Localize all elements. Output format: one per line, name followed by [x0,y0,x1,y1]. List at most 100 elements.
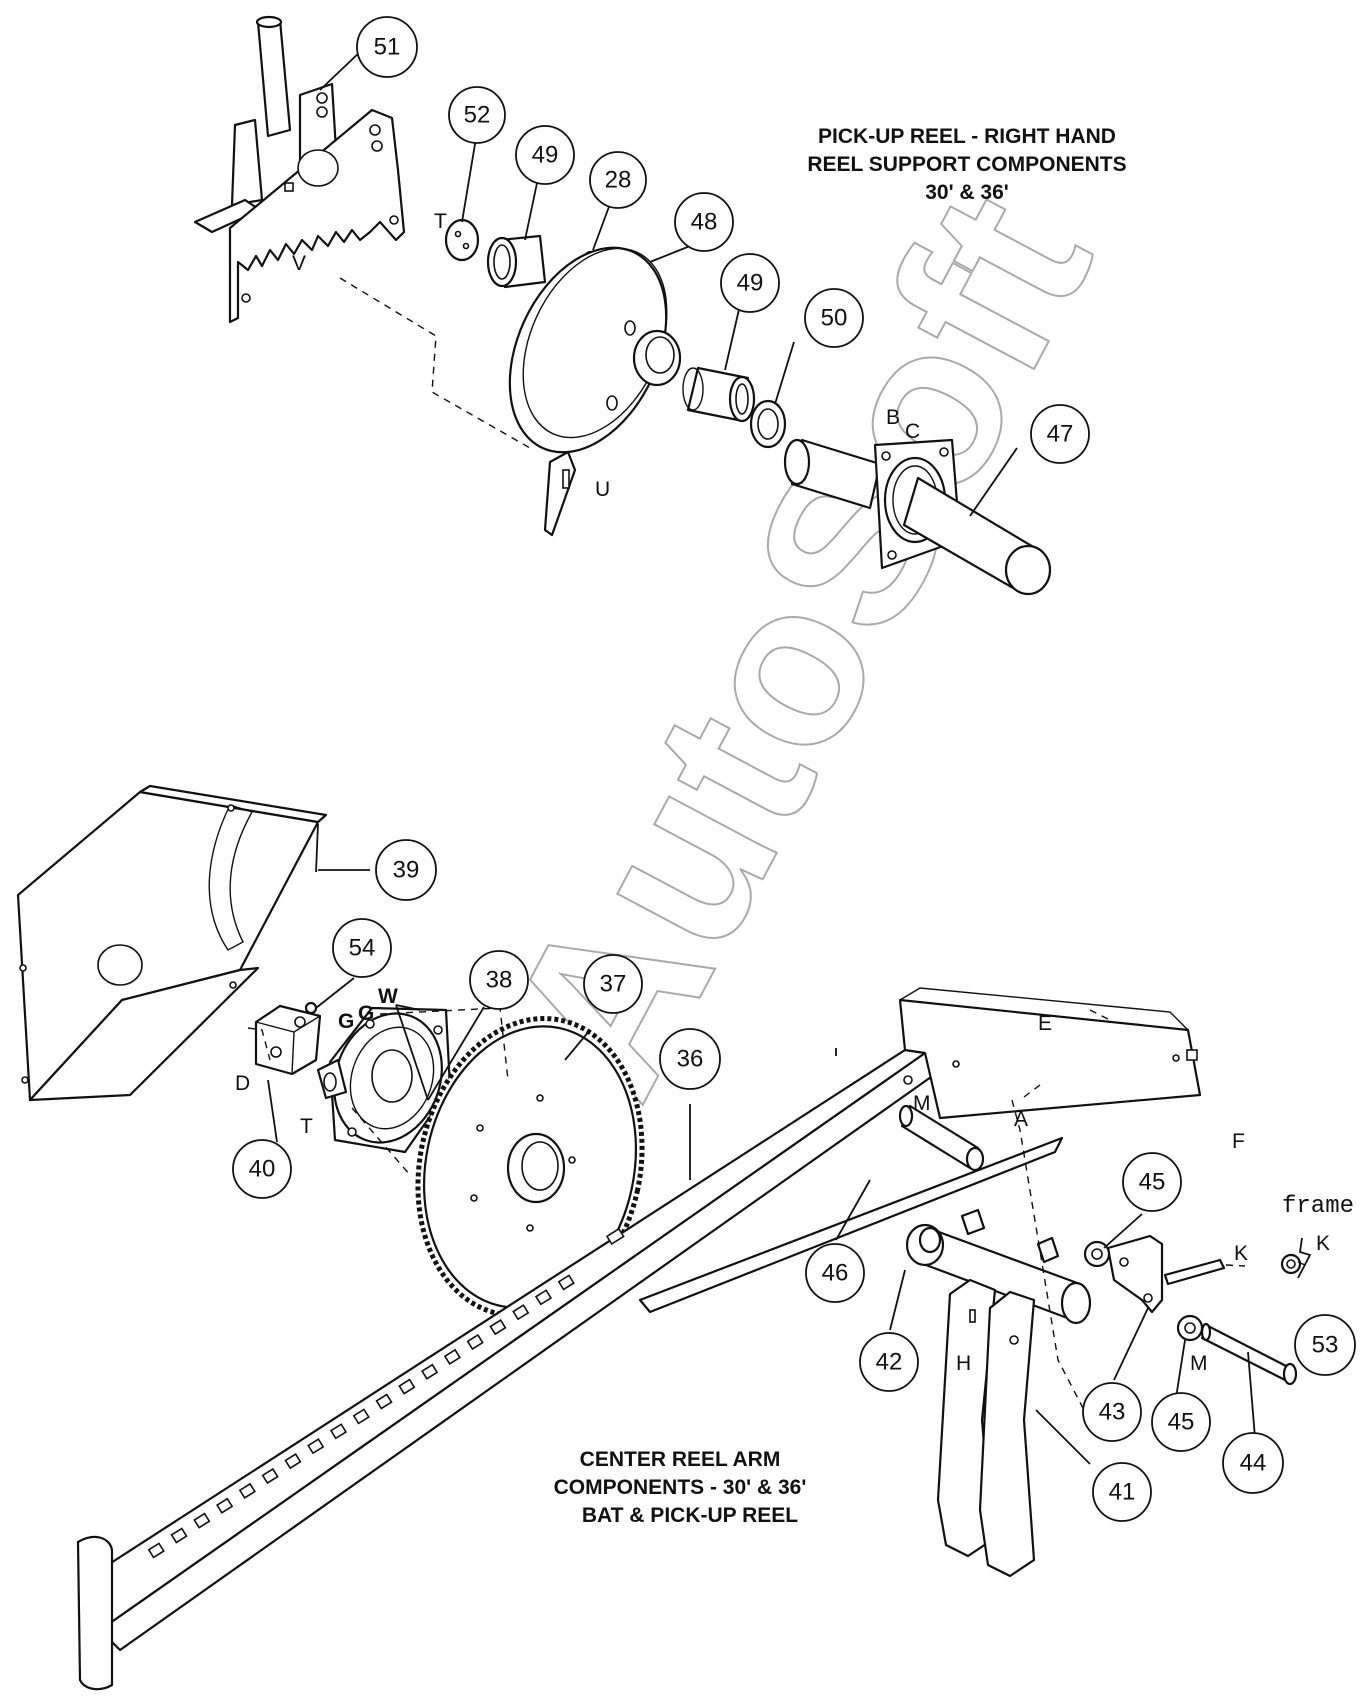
svg-text:W: W [378,985,398,1008]
callout-44: 44 [1222,1432,1284,1494]
svg-text:48: 48 [691,209,718,236]
part-46-pin [898,1104,985,1172]
arm-slot [443,1348,461,1365]
arm-slot [307,1438,325,1455]
svg-text:50: 50 [821,305,848,332]
callout-41: 41 [1092,1462,1152,1522]
callout-53: 53 [1294,1314,1356,1376]
part-37-sprocket [415,1016,645,1318]
svg-text:45: 45 [1139,1169,1166,1196]
svg-text:M: M [1190,1352,1208,1375]
part-42-spacer-tube [905,1208,1092,1325]
part-36-reel-arm [76,987,1202,1691]
svg-text:H: H [956,1352,971,1375]
svg-text:40: 40 [249,1156,276,1183]
part-43-bracket [1106,1234,1226,1314]
svg-text:38: 38 [486,967,513,994]
svg-text:52: 52 [464,102,491,129]
svg-text:43: 43 [1099,1399,1126,1426]
arm-slot [466,1333,484,1351]
svg-text:BAT & PICK-UP REEL: BAT & PICK-UP REEL [582,1504,798,1527]
svg-text:F: F [1232,1130,1245,1153]
svg-text:36: 36 [677,1046,704,1073]
svg-text:T: T [434,210,447,233]
part-40-block [254,1004,322,1076]
callout-49-lower: 49 [720,253,780,313]
part-53-nut [1280,1253,1302,1275]
part-50-washer [749,399,787,449]
part-44-pin [1200,1322,1298,1386]
part-49-bushing-upper [486,234,547,289]
svg-text:K: K [1316,1232,1330,1255]
arm-slot [284,1452,302,1470]
arm-slot [238,1482,256,1499]
svg-text:49: 49 [737,270,764,297]
arm-slot [329,1423,348,1440]
bottom-title: CENTER REEL ARM COMPONENTS - 30' & 36' B… [554,1448,807,1527]
svg-text:D: D [235,1072,250,1095]
svg-text:E: E [1038,1012,1052,1035]
svg-text:49: 49 [532,142,559,169]
callout-40: 40 [232,1139,292,1199]
arm-slot [216,1497,234,1514]
arm-slot [489,1318,507,1336]
svg-text:54: 54 [349,935,376,962]
callout-46: 46 [805,1243,865,1303]
arm-slot [352,1408,370,1425]
part-49-bushing-lower [682,366,756,423]
callout-43: 43 [1082,1382,1142,1442]
svg-text:51: 51 [374,34,401,61]
svg-text:U: U [595,478,610,501]
svg-text:41: 41 [1109,1479,1136,1506]
part-38-flange-bearing [316,1006,452,1154]
arm-slot [557,1274,575,1291]
svg-text:53: 53 [1312,1332,1339,1359]
part-45-washer-lower [1176,1314,1204,1342]
part-51-support-plate [193,15,406,324]
svg-text:CENTER REEL ARM: CENTER REEL ARM [580,1448,781,1471]
callout-45-lower: 45 [1151,1392,1211,1452]
frame-zigzag [1297,1237,1312,1279]
callout-51: 51 [356,16,418,78]
callout-52: 52 [448,86,506,144]
arm-slot [605,1227,625,1246]
callout-47: 47 [1030,404,1090,464]
svg-text:47: 47 [1047,421,1074,448]
callout-36: 36 [659,1028,721,1090]
part-52-washer [444,218,480,262]
part-48-hub-disc [508,246,682,537]
top-leader-lines [319,49,1018,517]
top-title: PICK-UP REEL - RIGHT HAND REEL SUPPORT C… [807,125,1126,204]
svg-text:G: G [338,1010,354,1033]
callout-49: 49 [515,125,575,185]
svg-text:44: 44 [1240,1450,1267,1477]
svg-text:C: C [905,420,920,443]
callout-28: 28 [589,151,647,209]
arm-slot [421,1363,439,1380]
part-45-washer-upper [1083,1240,1111,1268]
callout-37: 37 [583,954,643,1014]
arm-slot [261,1467,279,1485]
arm-slot [398,1378,416,1395]
svg-text:REEL SUPPORT COMPONENTS: REEL SUPPORT COMPONENTS [807,153,1126,176]
part-54-set-screw [304,1001,318,1015]
arm-slot [512,1304,530,1321]
arm-slot [375,1393,393,1410]
svg-text:45: 45 [1168,1409,1195,1436]
part-47-shaft-flange [783,438,1052,596]
svg-text:46: 46 [822,1260,849,1287]
svg-text:frame: frame [1282,1193,1354,1220]
svg-text:M: M [913,1092,931,1115]
svg-text:K: K [1234,1242,1248,1265]
svg-text:39: 39 [393,857,420,884]
svg-text:28: 28 [605,167,632,194]
svg-text:30' & 36': 30' & 36' [925,181,1009,204]
part-39-shield [16,784,328,1102]
svg-text:42: 42 [876,1349,903,1376]
svg-text:COMPONENTS - 30' & 36': COMPONENTS - 30' & 36' [554,1476,807,1499]
svg-text:B: B [886,406,900,429]
svg-text:A: A [1014,1108,1028,1131]
arm-slot [147,1542,165,1559]
callout-38: 38 [469,950,529,1010]
